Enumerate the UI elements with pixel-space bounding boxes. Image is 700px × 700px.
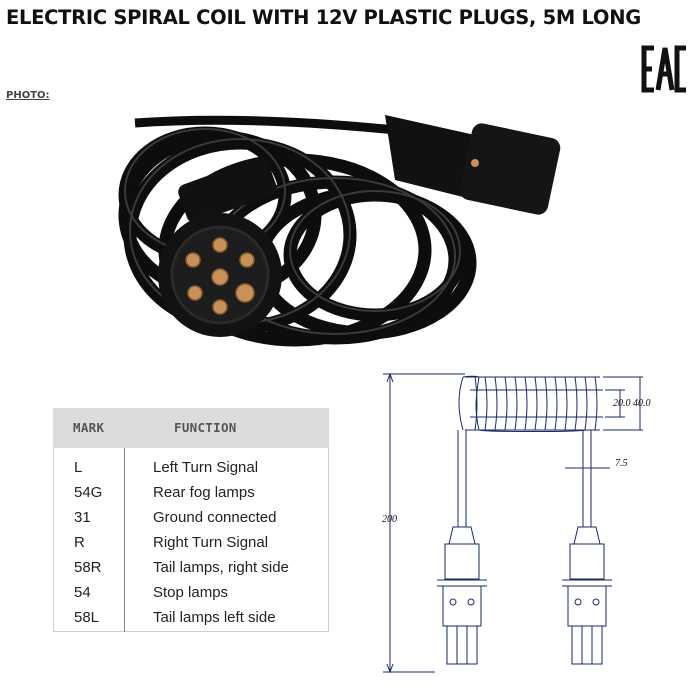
cell-mark: 54 — [74, 584, 91, 601]
page-title: ELECTRIC SPIRAL COIL WITH 12V PLASTIC PL… — [6, 6, 641, 29]
cell-function: Rear fog lamps — [153, 484, 255, 501]
cell-mark: 58R — [74, 559, 102, 576]
cell-function: Right Turn Signal — [153, 534, 269, 551]
pin-function-table: MARK FUNCTION L Left Turn Signal 54G Rea… — [53, 408, 329, 633]
left-plug — [158, 157, 282, 337]
dim-coil-inner: 20.0 — [613, 398, 631, 409]
right-plug — [385, 115, 561, 215]
table-row: 31 Ground connected — [53, 505, 329, 530]
cell-mark: 31 — [74, 509, 91, 526]
table-header: MARK FUNCTION — [53, 408, 329, 448]
technical-drawing: 200 20.0 40.0 7.5 — [382, 372, 651, 674]
dim-cable: 7.5 — [615, 458, 628, 469]
cell-function: Tail lamps, right side — [153, 559, 289, 576]
table-row: 54G Rear fog lamps — [53, 480, 329, 505]
table-row: 54 Stop lamps — [53, 580, 329, 605]
column-divider — [124, 448, 125, 632]
cell-mark: 54G — [74, 484, 103, 501]
cell-function: Ground connected — [153, 509, 277, 526]
dim-coil-outer: 40.0 — [633, 398, 651, 409]
table-row: 58L Tail lamps left side — [53, 605, 329, 630]
header-function: FUNCTION — [174, 420, 237, 435]
table-row: 58R Tail lamps, right side — [53, 555, 329, 580]
cell-mark: 58L — [74, 609, 100, 626]
cell-function: Left Turn Signal — [153, 459, 259, 476]
product-photo — [118, 115, 561, 347]
eac-certification-logo — [641, 45, 686, 93]
photo-label: PHOTO: — [6, 90, 50, 101]
dim-overall: 200 — [382, 514, 397, 525]
cell-function: Stop lamps — [153, 584, 229, 601]
cell-mark: R — [74, 534, 85, 551]
table-row: L Left Turn Signal — [53, 455, 329, 480]
cell-mark: L — [74, 459, 83, 476]
table-body — [53, 448, 329, 632]
cell-function: Tail lamps left side — [153, 609, 276, 626]
header-mark: MARK — [73, 420, 105, 435]
table-row: R Right Turn Signal — [53, 530, 329, 555]
